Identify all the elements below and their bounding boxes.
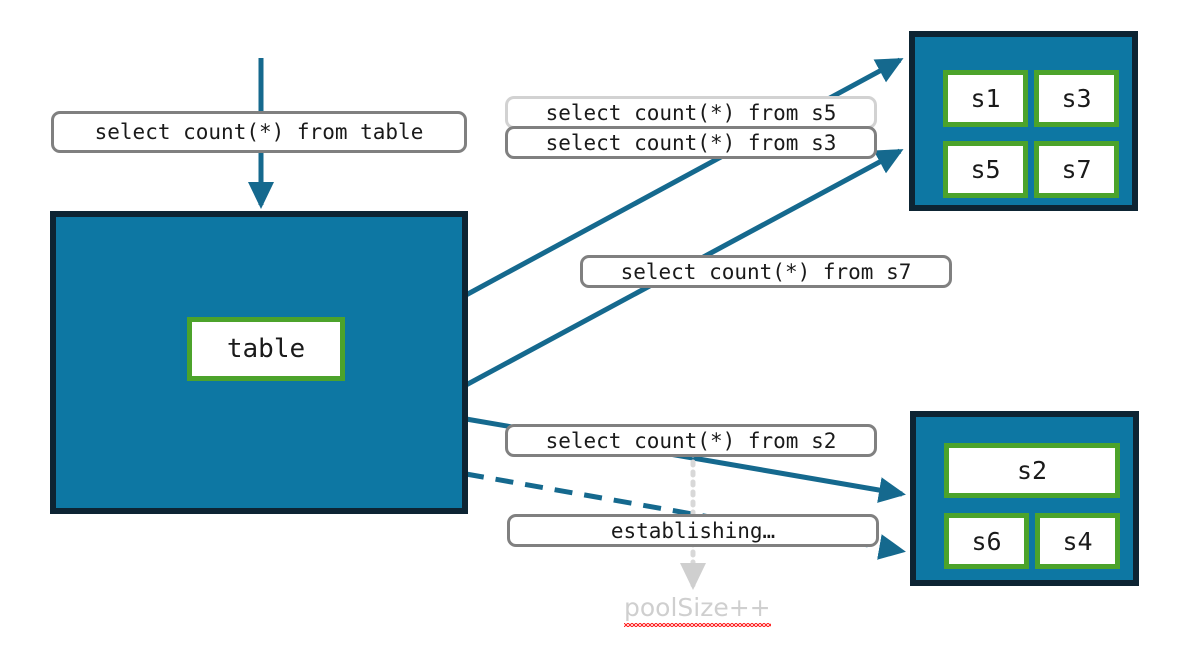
top-server-group[interactable]: s1 s3 s5 s7 [909, 31, 1138, 211]
label-source-query-text: select count(*) from table [94, 120, 424, 144]
label-s7-query[interactable]: select count(*) from s7 [580, 255, 952, 288]
node-s6[interactable]: s6 [944, 513, 1029, 569]
label-establishing-text: establishing… [610, 518, 776, 543]
label-s5-query-text: select count(*) from s5 [545, 100, 837, 125]
node-s6-label: s6 [971, 526, 1002, 556]
node-s2[interactable]: s2 [944, 443, 1120, 498]
table-container[interactable]: table [50, 211, 468, 514]
label-s2-query-text: select count(*) from s2 [545, 428, 837, 453]
bottom-server-group[interactable]: s2 s6 s4 [910, 411, 1139, 586]
annotation-poolsize-text: poolSize++ [624, 593, 771, 627]
annotation-poolsize: poolSize++ [624, 593, 771, 627]
node-s3-label: s3 [1061, 84, 1092, 113]
label-s5-query[interactable]: select count(*) from s5 [505, 96, 877, 129]
node-table[interactable]: table [187, 317, 345, 381]
node-s2-label: s2 [1016, 456, 1048, 485]
node-s7[interactable]: s7 [1034, 141, 1119, 198]
label-s3-query[interactable]: select count(*) from s3 [505, 126, 877, 159]
label-source-query[interactable]: select count(*) from table [51, 111, 467, 153]
label-s7-query-text: select count(*) from s7 [620, 259, 912, 284]
node-s1[interactable]: s1 [943, 70, 1028, 127]
label-s3-query-text: select count(*) from s3 [545, 130, 837, 155]
node-s3[interactable]: s3 [1034, 70, 1119, 127]
node-s5[interactable]: s5 [943, 141, 1028, 198]
node-s7-label: s7 [1061, 155, 1092, 184]
node-table-label: table [226, 334, 306, 364]
label-establishing[interactable]: establishing… [507, 514, 879, 547]
node-s5-label: s5 [970, 155, 1001, 184]
node-s4-label: s4 [1062, 526, 1093, 556]
label-s2-query[interactable]: select count(*) from s2 [505, 424, 877, 457]
node-s1-label: s1 [970, 84, 1001, 113]
node-s4[interactable]: s4 [1035, 513, 1120, 569]
